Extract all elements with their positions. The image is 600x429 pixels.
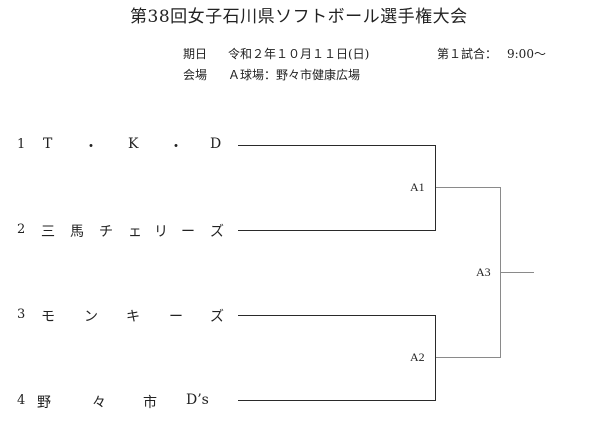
team-name-char: K	[128, 136, 139, 152]
team-name-char: T	[43, 136, 53, 152]
bracket-line-team4	[238, 400, 436, 401]
first-game-time: 9:00～	[507, 47, 546, 61]
team-seed: 2	[17, 222, 26, 237]
team-name-char: ズ	[210, 224, 224, 240]
date-value: 令和２年１０月１１日(日)	[228, 47, 370, 61]
match-label-a1: A1	[410, 180, 425, 194]
bracket-connector-a1	[435, 145, 436, 231]
team-seed: 1	[17, 137, 26, 152]
match-label-a2: A2	[410, 350, 425, 364]
team-name-char: チ	[99, 224, 113, 240]
team-name-char: 馬	[70, 224, 84, 240]
bracket-line-a1-winner	[436, 187, 501, 188]
team-name-char: 野	[37, 395, 51, 411]
team-name-char: ー	[181, 224, 195, 240]
team-name-char: ・	[84, 139, 98, 155]
bracket-line-team3	[238, 315, 436, 316]
venue-label: 会場	[183, 68, 208, 82]
bracket-line-a2-winner	[436, 357, 501, 358]
bracket-line-team1	[238, 145, 436, 146]
team-name-char: リ	[154, 224, 168, 240]
team-name-char: 市	[143, 395, 157, 411]
bracket-line-a3-winner	[500, 272, 534, 273]
team-name-char: D	[210, 136, 222, 152]
team-name-char: ン	[84, 309, 98, 325]
team-name-char: キ	[126, 309, 140, 325]
team-name-char: D’s	[186, 392, 209, 408]
date-label: 期日	[183, 47, 208, 61]
team-name-char: 々	[92, 395, 106, 411]
venue-value: Ａ球場：野々市健康広場	[228, 68, 361, 82]
tournament-title: 第38回女子石川県ソフトボール選手権大会	[130, 7, 468, 27]
team-seed: 3	[17, 307, 26, 322]
team-name-char: ズ	[210, 309, 224, 325]
match-label-a3: A3	[476, 265, 491, 279]
team-name-char: ・	[169, 139, 183, 155]
team-name-char: 三	[41, 224, 55, 240]
bracket-connector-a2	[435, 315, 436, 401]
team-name-char: ェ	[128, 224, 142, 240]
bracket-line-team2	[238, 230, 436, 231]
team-seed: 4	[17, 393, 26, 408]
first-game-label: 第１試合：	[437, 47, 498, 61]
team-name-char: モ	[41, 309, 55, 325]
team-name-char: ー	[169, 309, 183, 325]
